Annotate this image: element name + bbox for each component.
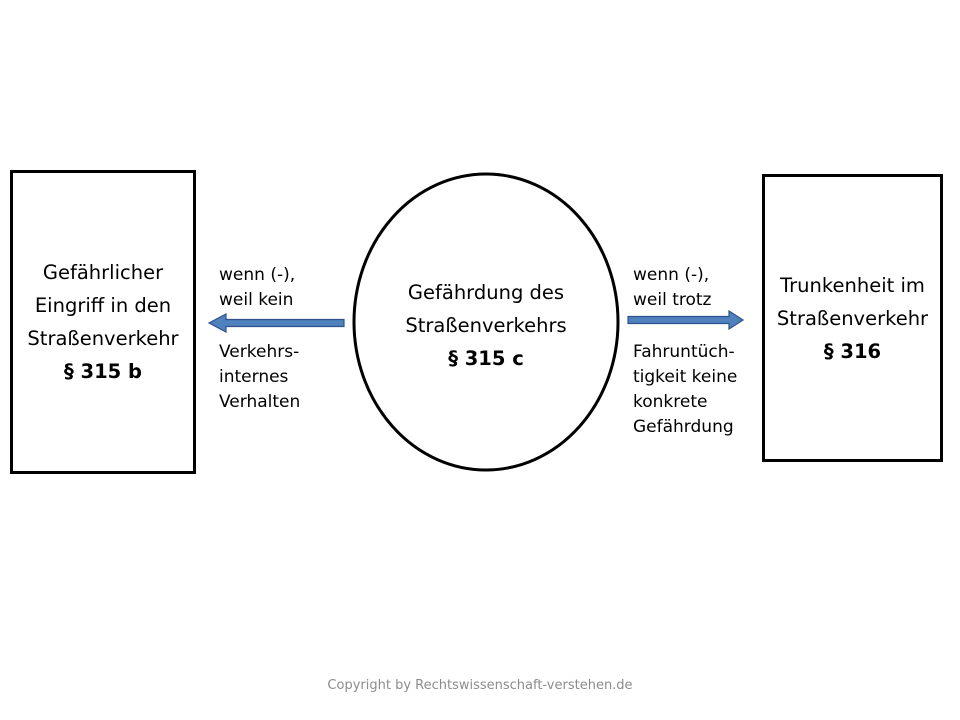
center-line-1: Gefährdung des [407, 281, 565, 304]
left-arrow-label-bottom-line-1: Verkehrs- [219, 342, 300, 362]
center-text: Gefährdung des Straßenverkehrs § 315 c [355, 276, 617, 375]
right-arrow-label-bottom-line-3: konkrete [633, 392, 708, 412]
center-ellipse [352, 172, 620, 472]
center-section: § 315 c [448, 347, 524, 370]
left-arrow-label-bottom: Verkehrs- internes Verhalten [219, 340, 300, 415]
box-left-text: Gefährlicher Eingriff in den Straßenverk… [27, 256, 178, 388]
box-right-section: § 316 [823, 339, 882, 363]
left-arrow-label-top: wenn (-), weil kein [219, 263, 295, 313]
right-arrow-label-top-line-2: weil trotz [633, 290, 712, 310]
box-right-line-1: Trunkenheit im [780, 273, 925, 297]
left-arrow-label-top-line-1: wenn (-), [219, 265, 296, 285]
box-left-section: § 315 b [64, 360, 142, 383]
box-left-line-1: Gefährlicher [42, 261, 164, 284]
right-arrow-label-bottom-line-2: tigkeit keine [633, 367, 738, 387]
right-arrow-label-bottom-line-4: Gefährdung [633, 417, 734, 437]
box-right-line-2: Straßenverkehr [776, 306, 929, 330]
left-arrow-label-bottom-line-3: Verhalten [219, 392, 301, 412]
left-arrow-label-bottom-line-2: internes [219, 367, 289, 387]
box-gefaehrlicher-eingriff: Gefährlicher Eingriff in den Straßenverk… [10, 170, 196, 474]
right-arrow-label-bottom-line-1: Fahruntüch- [633, 342, 735, 362]
arrow-left [207, 313, 345, 333]
right-arrow-label-bottom: Fahruntüch- tigkeit keine konkrete Gefäh… [633, 340, 737, 440]
right-arrow-label-top-line-1: wenn (-), [633, 265, 710, 285]
arrow-right [627, 309, 745, 331]
center-line-2: Straßenverkehrs [405, 314, 567, 337]
box-right-text: Trunkenheit im Straßenverkehr § 316 [777, 269, 928, 368]
box-trunkenheit: Trunkenheit im Straßenverkehr § 316 [762, 174, 943, 462]
box-left-line-2: Eingriff in den [34, 294, 172, 317]
left-arrow-label-top-line-2: weil kein [219, 290, 294, 310]
right-arrow-label-top: wenn (-), weil trotz [633, 263, 711, 313]
box-left-line-3: Straßenverkehr [27, 327, 179, 350]
copyright-notice: Copyright by Rechtswissenschaft-verstehe… [327, 678, 633, 693]
